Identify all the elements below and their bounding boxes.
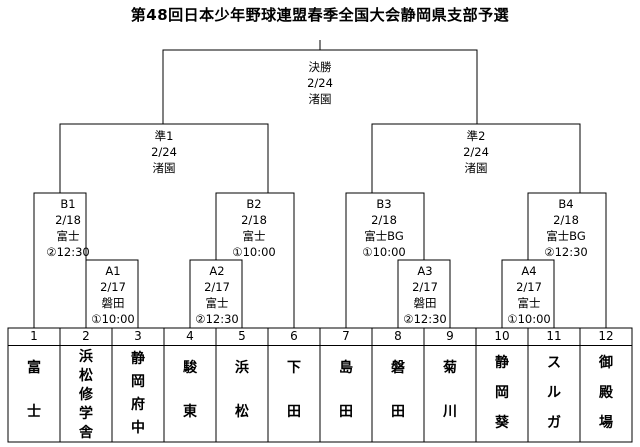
a4-label: A4 2/17 富士 ①10:00 <box>507 264 551 326</box>
a2-bracket <box>189 259 243 328</box>
team-name-char: 菊 <box>443 360 457 376</box>
team-name-char: 富 <box>27 360 41 376</box>
team-name-char: 東 <box>183 404 197 420</box>
team-name-char: 下 <box>287 360 301 376</box>
team-name-char: 中 <box>131 420 145 436</box>
team-name: 富士 <box>8 346 60 434</box>
b2-label: B2 2/18 富士 ①10:00 <box>232 197 276 259</box>
a2-label: A2 2/17 富士 ②12:30 <box>195 264 239 326</box>
semi2-label: 準2 2/24 渚園 <box>463 129 489 175</box>
team-number: 10 <box>476 328 528 346</box>
final-bracket <box>162 49 478 124</box>
team-name-char: 田 <box>287 404 301 420</box>
a3-label: A3 2/17 磐田 ②12:30 <box>403 264 447 326</box>
team-name-char: 駿 <box>183 360 197 376</box>
team-name-char: 場 <box>599 415 613 431</box>
team-name-char: ガ <box>547 415 561 431</box>
a1-label: A1 2/17 磐田 ①10:00 <box>91 264 135 326</box>
final-label: 決勝 2/24 渚園 <box>307 60 333 106</box>
team-name-char: 磐 <box>391 360 405 376</box>
team-number: 4 <box>164 328 216 346</box>
team-name-char: ル <box>547 385 561 401</box>
team-name: スルガ <box>528 346 580 438</box>
team-name-char: ス <box>547 355 561 371</box>
team-name-char: 葵 <box>495 415 509 431</box>
team-number: 3 <box>112 328 164 346</box>
team-name-char: 静 <box>495 355 509 371</box>
team-name-char: 川 <box>443 404 457 420</box>
team-number: 1 <box>8 328 60 346</box>
team-name-char: 岡 <box>495 385 509 401</box>
page-title: 第48回日本少年野球連盟春季全国大会静岡県支部予選 <box>130 6 510 24</box>
b1-bracket <box>33 192 87 328</box>
team-number: 5 <box>216 328 268 346</box>
team-name-char: 浜 <box>235 360 249 376</box>
team-name-char: 島 <box>339 360 353 376</box>
team-number: 9 <box>424 328 476 346</box>
team-name: 浜松 <box>216 346 268 434</box>
team-name: 静岡府中 <box>112 346 164 440</box>
semi2-bracket <box>371 123 581 193</box>
b4-bracket <box>527 192 607 328</box>
team-name: 下田 <box>268 346 320 434</box>
a3-bracket <box>397 259 451 328</box>
team-name-char: 松 <box>235 404 249 420</box>
team-number: 6 <box>268 328 320 346</box>
team-name: 浜松修学舎 <box>60 346 112 443</box>
team-name-char: 士 <box>27 404 41 420</box>
team-number: 7 <box>320 328 372 346</box>
b2-bracket <box>215 192 295 328</box>
team-number: 8 <box>372 328 424 346</box>
a4-bracket <box>501 259 555 328</box>
b3-label: B3 2/18 富士BG ①10:00 <box>362 197 406 259</box>
team-name: 磐田 <box>372 346 424 434</box>
team-number: 11 <box>528 328 580 346</box>
b1-label: B1 2/18 富士 ②12:30 <box>46 197 90 259</box>
team-name: 菊川 <box>424 346 476 434</box>
b4-label: B4 2/18 富士BG ②12:30 <box>544 197 588 259</box>
team-name-char: 田 <box>339 404 353 420</box>
team-name-char: 静 <box>131 351 145 367</box>
team-name-char: 殿 <box>599 385 613 401</box>
b3-bracket <box>345 192 425 328</box>
team-number: 2 <box>60 328 112 346</box>
semi1-label: 準1 2/24 渚園 <box>151 129 177 175</box>
team-name-char: 松 <box>79 368 93 384</box>
team-name: 御殿場 <box>580 346 632 438</box>
team-name-char: 修 <box>79 387 93 403</box>
team-name-char: 御 <box>599 355 613 371</box>
team-name: 静岡葵 <box>476 346 528 438</box>
team-name-char: 舎 <box>79 425 93 441</box>
team-name-char: 田 <box>391 404 405 420</box>
team-name-char: 府 <box>131 397 145 413</box>
team-name: 駿東 <box>164 346 216 434</box>
team-name-char: 学 <box>79 406 93 422</box>
team-number: 12 <box>580 328 632 346</box>
semi1-bracket <box>59 123 269 193</box>
team-name-char: 浜 <box>79 349 93 365</box>
team-name-char: 岡 <box>131 374 145 390</box>
team-name: 島田 <box>320 346 372 434</box>
a1-bracket <box>85 259 139 328</box>
